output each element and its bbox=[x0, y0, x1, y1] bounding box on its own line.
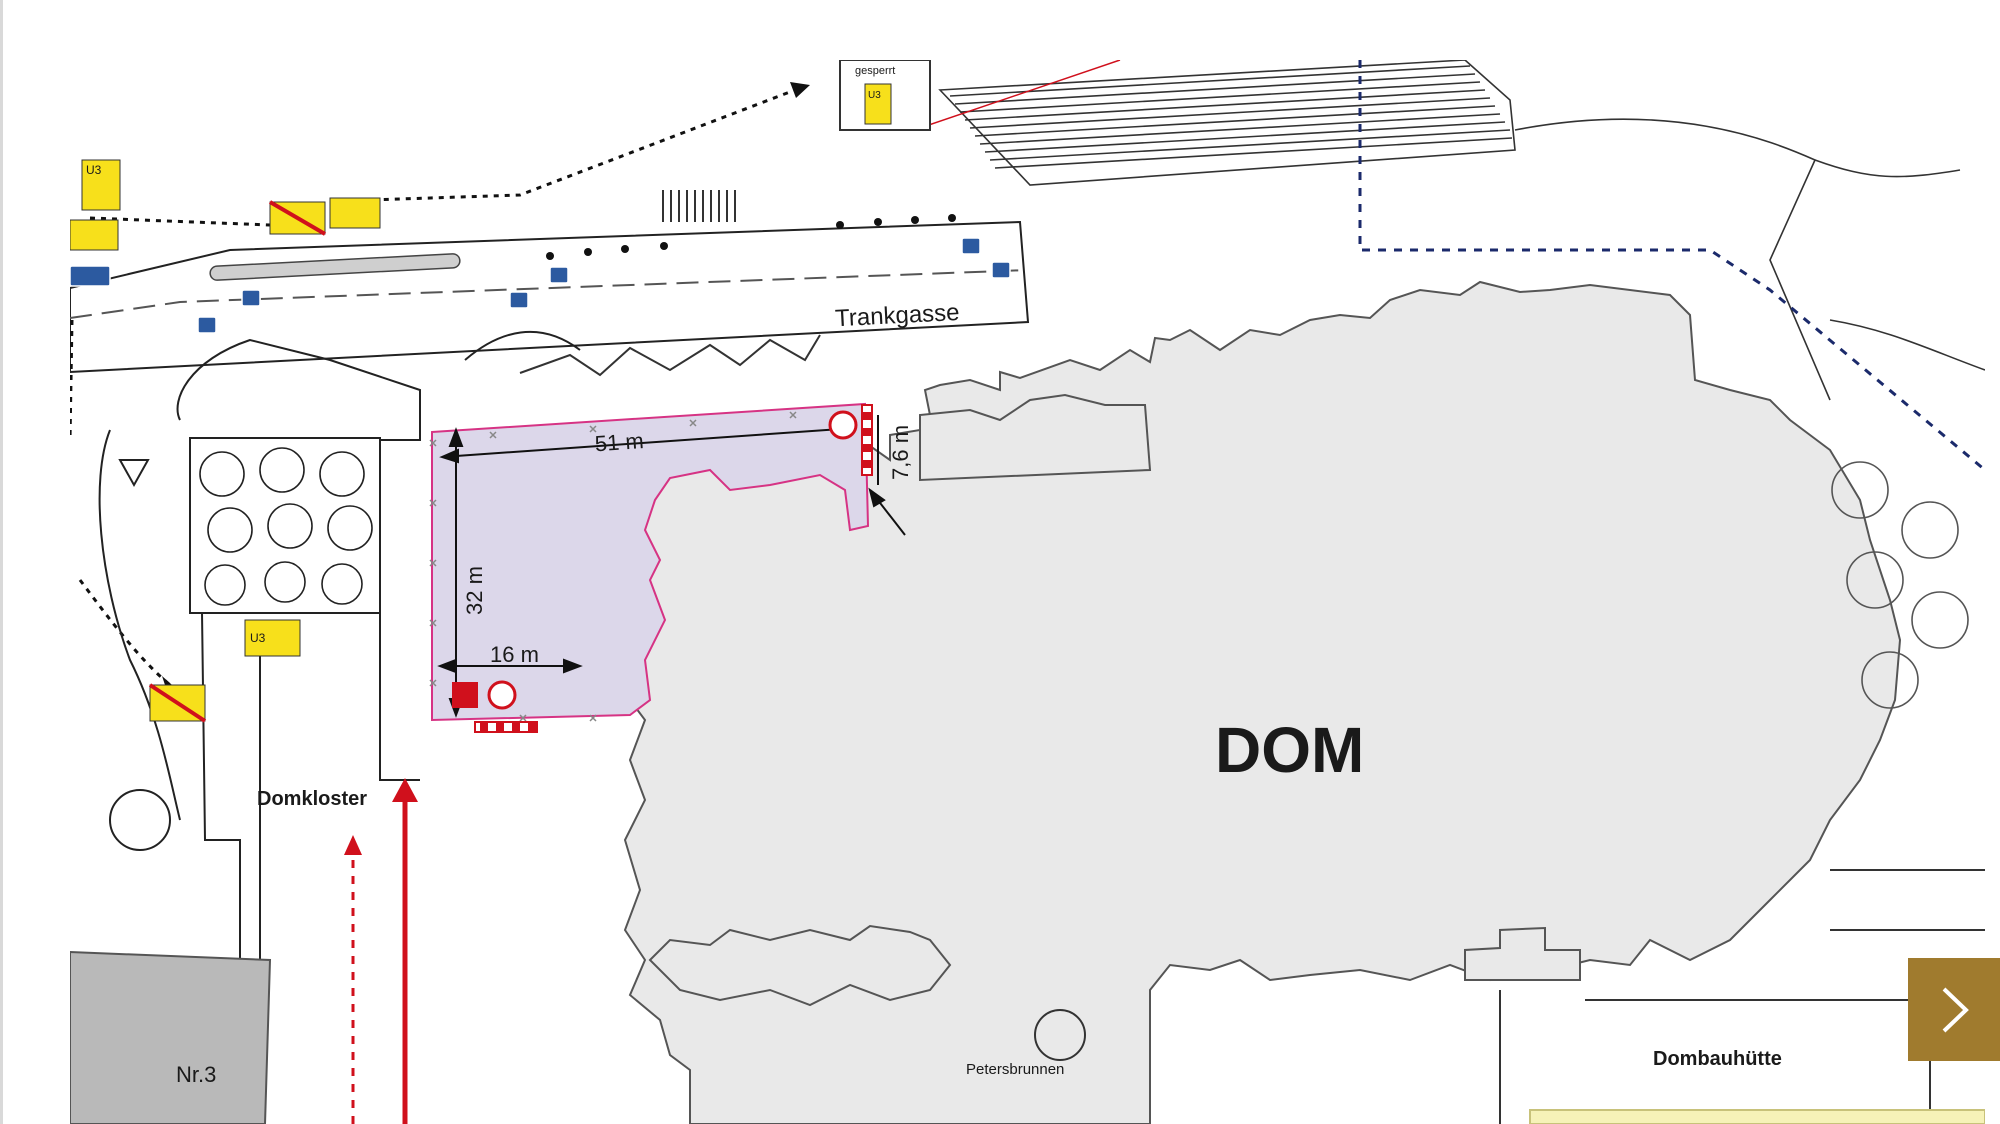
info-badges bbox=[70, 237, 1011, 334]
svg-text:U3: U3 bbox=[86, 163, 102, 177]
trankgasse-label: Trankgasse bbox=[834, 299, 960, 332]
viewer-border bbox=[0, 0, 3, 1124]
svg-text:U3: U3 bbox=[250, 631, 266, 645]
dimension-inner: 16 m bbox=[490, 642, 539, 667]
u3-signs: U3 U3 gesperrt U3 bbox=[70, 60, 931, 723]
next-button[interactable] bbox=[1908, 958, 2000, 1061]
cathedral-buttresses bbox=[648, 393, 1581, 1007]
svg-text:gesperrt: gesperrt bbox=[855, 65, 895, 77]
petersbrunnen-fountain bbox=[1034, 1009, 1086, 1061]
dimension-depth: 32 m bbox=[462, 566, 487, 615]
dimension-width: 51 m bbox=[594, 428, 645, 456]
trankgasse-street bbox=[70, 190, 1030, 374]
info-point-marker bbox=[452, 682, 478, 708]
dombauhuette-label: Dombauhütte bbox=[1653, 1048, 1782, 1070]
no-pedestrian-sign bbox=[828, 410, 858, 440]
red-line bbox=[919, 60, 1121, 129]
domplatte-stairs bbox=[938, 60, 1985, 401]
barrier bbox=[474, 404, 873, 733]
petersbrunnen-label: Petersbrunnen bbox=[966, 1061, 1064, 1078]
footpath-route bbox=[70, 88, 796, 687]
access-route bbox=[344, 778, 418, 1124]
boundary-line bbox=[1358, 60, 1985, 472]
site-plan-map[interactable]: DOM bbox=[70, 60, 1985, 1124]
zigzag-roof bbox=[519, 334, 821, 377]
chevron-right-icon bbox=[1942, 987, 1969, 1032]
triangle-marker bbox=[118, 459, 150, 488]
nr3-label: Nr.3 bbox=[176, 1062, 216, 1087]
no-pedestrian-sign bbox=[487, 680, 517, 710]
domkloster-label: Domkloster bbox=[257, 788, 367, 810]
event-zone: 51 m 32 m 16 m 7,6 m bbox=[429, 402, 913, 733]
svg-text:U3: U3 bbox=[868, 90, 881, 101]
building-nr3 bbox=[70, 950, 272, 1124]
dimension-gap: 7,6 m bbox=[888, 425, 913, 480]
tree-planter bbox=[189, 437, 1969, 709]
dom-label: DOM bbox=[1215, 714, 1364, 786]
